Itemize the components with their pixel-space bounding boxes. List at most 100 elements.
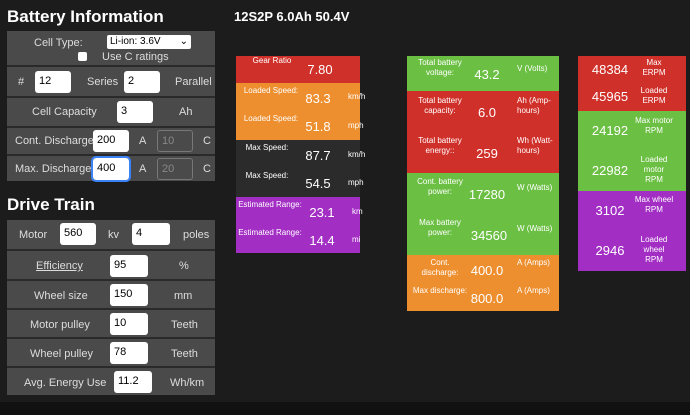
efficiency-link[interactable]: Efficiency: [36, 260, 83, 272]
wheel-pulley-label: Wheel pulley: [30, 348, 93, 360]
cell-type-label: Cell Type:: [34, 37, 83, 49]
result-value: 87.7: [305, 148, 331, 163]
result-unit: mi: [352, 235, 361, 244]
cont-discharge-label: Cont. Discharge: [15, 135, 94, 147]
max-a-label: A: [139, 163, 147, 175]
wheel-size-input[interactable]: 150: [110, 284, 148, 306]
cont-discharge-row: Cont. Discharge 200 A 10 C: [7, 126, 215, 154]
energy-input[interactable]: 11.2: [114, 371, 152, 393]
result-value: 51.8: [305, 119, 331, 134]
cell-type-select[interactable]: Li-ion: 3.6V⌄: [107, 35, 191, 49]
max-discharge-input[interactable]: 400: [91, 156, 131, 182]
chevron-down-icon: ⌄: [179, 36, 188, 47]
drive-train-heading: Drive Train: [7, 195, 95, 214]
wheel-size-label: Wheel size: [34, 290, 88, 302]
result-value: 24192: [591, 123, 629, 138]
result-label: Cont. battery power:: [417, 177, 463, 196]
series-parallel-row: # 12 Series 2 Parallel: [7, 65, 215, 96]
result-label: Total battery capacity:: [418, 96, 462, 115]
cont-discharge-input[interactable]: 200: [93, 130, 129, 152]
max-c-input[interactable]: 20: [157, 158, 193, 180]
result-unit: W (Watts): [517, 224, 553, 233]
wheel-size-row: Wheel size 150 mm: [7, 279, 215, 308]
result-label: Total battery energy::: [418, 136, 462, 155]
result-cell: Estimated Range: 23.1 km: [236, 197, 363, 225]
capacity-input[interactable]: 3: [117, 101, 153, 123]
result-value: 54.5: [305, 176, 331, 191]
result-value: 17280: [468, 187, 506, 202]
energy-unit: Wh/km: [170, 377, 205, 389]
result-cell: Total battery energy:: 259 Wh (Watt-hour…: [407, 131, 559, 173]
bottom-bar: [0, 402, 690, 415]
result-unit: Ah (Amp-hours): [517, 96, 551, 115]
result-cell: Total battery voltage: 43.2 V (Volts): [407, 56, 559, 91]
result-label: Gear Ratio: [252, 56, 292, 65]
result-cell: Max Speed: 54.5 mph: [236, 168, 364, 197]
motor-row: Motor 560 kv 4 poles: [7, 220, 215, 249]
result-value: 83.3: [305, 91, 331, 106]
result-unit: mph: [348, 178, 364, 187]
motor-pulley-label: Motor pulley: [30, 319, 90, 331]
result-value: 34560: [470, 228, 508, 243]
result-value: 2946: [595, 243, 625, 258]
max-discharge-row: Max. Discharge 400 A 20 C: [7, 154, 215, 182]
series-label: Series: [87, 76, 119, 88]
result-unit: km/h: [348, 92, 366, 101]
result-value: 23.1: [309, 205, 335, 220]
result-unit: km: [352, 207, 363, 216]
result-value: 3102: [595, 203, 625, 218]
result-value: 48384: [591, 62, 629, 77]
result-unit: V (Volts): [517, 64, 548, 73]
result-cell: Max battery power: 34560 W (Watts): [407, 213, 559, 255]
result-unit: A (Amps): [517, 258, 550, 267]
result-label: Max battery power:: [419, 218, 461, 237]
result-label: Max motor RPM: [635, 116, 673, 135]
result-cell: 22982 Loaded motor RPM: [578, 151, 686, 191]
result-label: Max discharge:: [412, 286, 468, 295]
result-label: Total battery voltage:: [418, 58, 462, 77]
poles-input[interactable]: 4: [132, 223, 170, 245]
energy-label: Avg. Energy Use: [24, 377, 107, 389]
cont-c-label: C: [203, 135, 211, 147]
use-c-checkbox[interactable]: [78, 52, 87, 61]
result-cell: 45965 Loaded ERPM: [578, 83, 686, 111]
result-label: Loaded ERPM: [640, 86, 668, 105]
result-cell: Gear Ratio 7.80: [236, 56, 360, 83]
result-value: 800.0: [470, 291, 504, 306]
motor-kv-input[interactable]: 560: [60, 223, 96, 245]
result-cell: Loaded Speed: 83.3 km/h: [236, 83, 365, 111]
cont-a-label: A: [139, 135, 147, 147]
result-cell: 48384 Max ERPM: [578, 56, 686, 83]
drive-train-panel: Motor 560 kv 4 poles Efficiency 95 % Whe…: [7, 220, 215, 395]
result-unit: A (Amps): [517, 286, 550, 295]
result-unit: km/h: [348, 150, 366, 159]
motor-pulley-unit: Teeth: [171, 319, 198, 331]
result-cell: Max discharge: 800.0 A (Amps): [407, 283, 559, 311]
parallel-label: Parallel: [175, 76, 212, 88]
motor-pulley-row: Motor pulley 10 Teeth: [7, 308, 215, 337]
result-cell: Cont. battery power: 17280 W (Watts): [407, 173, 559, 213]
result-value: 6.0: [477, 105, 497, 120]
result-cell: Cont. discharge: 400.0 A (Amps): [407, 255, 559, 283]
cont-c-input[interactable]: 10: [157, 130, 193, 152]
result-label: Max Speed:: [245, 143, 289, 152]
result-label: Loaded wheel RPM: [640, 235, 668, 264]
result-label: Cont. discharge:: [421, 258, 459, 277]
motor-label: Motor: [19, 229, 48, 241]
battery-panel: Cell Type: Li-ion: 3.6V⌄ Use C ratings #…: [7, 31, 215, 182]
efficiency-input[interactable]: 95: [110, 255, 148, 277]
series-input[interactable]: 12: [35, 71, 71, 93]
wheel-pulley-input[interactable]: 78: [110, 342, 148, 364]
result-cell: 3102 Max wheel RPM: [578, 191, 686, 231]
result-cell: 2946 Loaded wheel RPM: [578, 231, 686, 271]
wheel-size-unit: mm: [174, 290, 193, 302]
energy-row: Avg. Energy Use 11.2 Wh/km: [7, 366, 215, 395]
result-value: 259: [476, 146, 498, 161]
parallel-input[interactable]: 2: [124, 71, 160, 93]
wheel-pulley-row: Wheel pulley 78 Teeth: [7, 337, 215, 366]
result-label: Loaded Speed:: [243, 114, 299, 123]
max-discharge-label: Max. Discharge: [15, 163, 92, 175]
capacity-unit: Ah: [179, 106, 193, 118]
result-unit: W (Watts): [517, 183, 553, 192]
motor-pulley-input[interactable]: 10: [110, 313, 148, 335]
